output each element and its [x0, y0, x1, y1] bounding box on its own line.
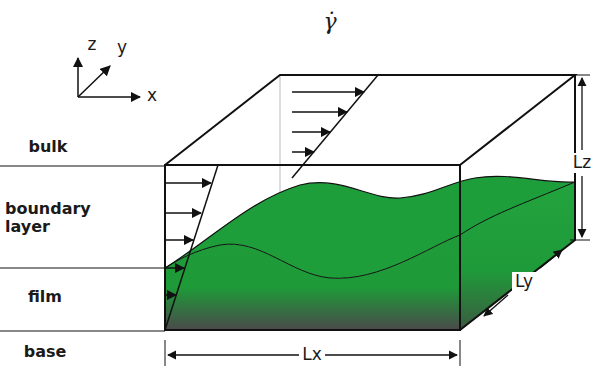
axis-label: x	[147, 86, 157, 106]
dimension-label: Ly	[512, 272, 536, 292]
region-label: bulk	[29, 138, 68, 156]
dimension-label: Lz	[570, 153, 594, 173]
axis-label: z	[88, 35, 97, 55]
axis-label: y	[117, 38, 127, 58]
region-label: film	[28, 288, 62, 306]
region-label: base	[24, 343, 67, 361]
dimension-label: Lx	[299, 345, 325, 365]
region-label: boundary layer	[5, 200, 115, 237]
shear-rate-label: γ̇	[323, 9, 336, 34]
